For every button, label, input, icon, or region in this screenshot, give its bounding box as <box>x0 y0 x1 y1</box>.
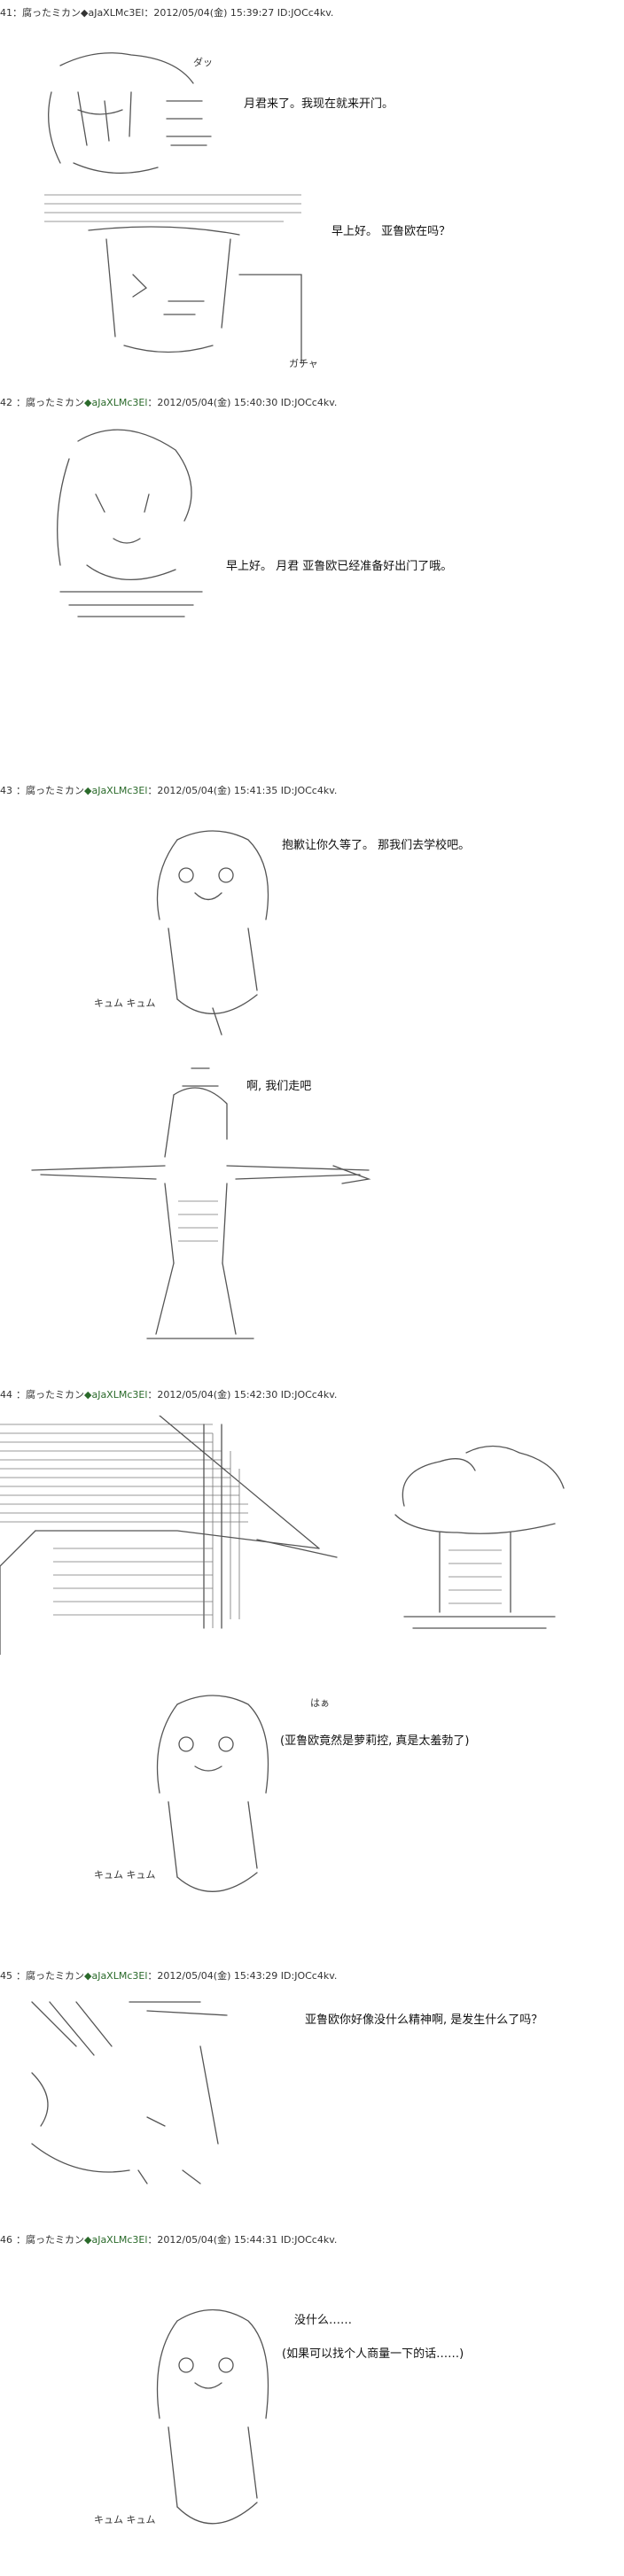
dialogue-line-8: 没什么…… <box>294 2314 353 2327</box>
post-number: 43 <box>0 785 12 796</box>
post-header-45: 45 ：腐ったミカン◆aJaXLMc3El：2012/05/04(金) 15:43… <box>0 1968 337 1982</box>
dialogue-line-6: (亚鲁欧竟然是萝莉控, 真是太羞勃了) <box>280 1734 470 1748</box>
post-number: 42 <box>0 397 12 408</box>
post-number: 45 <box>0 1970 12 1982</box>
post-date: ：2012/05/04(金) 15:42:30 ID:JOCc4kv. <box>147 1389 338 1401</box>
dialogue-line-2: 早上好。 亚鲁欧在吗？ <box>332 225 451 238</box>
post-number: 46 <box>0 2234 12 2246</box>
ascii-art-yaruo-2 <box>142 1687 284 1926</box>
post-date: ：2012/05/04(金) 15:40:30 ID:JOCc4kv. <box>147 397 338 408</box>
post-header-46: 46 ：腐ったミカン◆aJaXLMc3El：2012/05/04(金) 15:44… <box>0 2232 337 2246</box>
post-date: ：2012/05/04(金) 15:44:31 ID:JOCc4kv. <box>147 2234 338 2246</box>
post-trip: ◆aJaXLMc3El <box>84 1389 148 1401</box>
ascii-art-tree <box>378 1435 573 1639</box>
post-number: 44 <box>0 1389 12 1401</box>
sfx-kyum-3: キュム キュム <box>94 2514 156 2526</box>
ascii-art-girl-greeting <box>25 415 229 627</box>
post-header-43: 43 ：腐ったミカン◆aJaXLMc3El：2012/05/04(金) 15:41… <box>0 783 337 797</box>
post-name: ：腐ったミカン <box>16 785 84 796</box>
post-date: ：2012/05/04(金) 15:43:29 ID:JOCc4kv. <box>147 1970 338 1982</box>
post-header-41: 41：腐ったミカン◆aJaXLMc3El：2012/05/04(金) 15:39… <box>0 5 333 19</box>
dialogue-line-1: 月君来了。我现在就来开门。 <box>244 97 394 111</box>
post-header-text: 41：腐ったミカン◆aJaXLMc3El：2012/05/04(金) 15:39… <box>0 7 334 19</box>
sfx-gacha: ガチャ <box>289 358 318 369</box>
post-trip: ◆aJaXLMc3El <box>84 1970 148 1982</box>
ascii-art-yaruo-1 <box>142 822 284 1044</box>
post-date: ：2012/05/04(金) 15:41:35 ID:JOCc4kv. <box>147 785 338 796</box>
ascii-art-light-walking <box>23 1059 378 1352</box>
ascii-art-yaruo-3 <box>142 2294 284 2560</box>
post-name: ：腐ったミカン <box>16 1970 84 1982</box>
dialogue-line-3: 早上好。 月君 亚鲁欧已经准备好出门了哦。 <box>226 560 453 573</box>
post-name: ：腐ったミカン <box>16 2234 84 2246</box>
post-trip: ◆aJaXLMc3El <box>84 785 148 796</box>
post-trip: ◆aJaXLMc3El <box>84 2234 148 2246</box>
dialogue-line-7: 亚鲁欧你好像没什么精神啊, 是发生什么了吗？ <box>305 2013 543 2027</box>
sfx-kyum-1: キュム キュム <box>94 997 156 1009</box>
sfx-dash: ダッ <box>193 57 213 68</box>
post-name: ：腐ったミカン <box>16 1389 84 1401</box>
post-header-42: 42 ：腐ったミカン◆aJaXLMc3El：2012/05/04(金) 15:40… <box>0 395 337 409</box>
sfx-kyum-2: キュム キュム <box>94 1869 156 1881</box>
ascii-art-light-door <box>35 186 310 372</box>
ascii-art-house-scene <box>0 1416 355 1655</box>
dialogue-line-5: 啊, 我们走吧 <box>246 1080 312 1093</box>
ascii-art-light-walk-2 <box>23 1993 289 2197</box>
dialogue-line-4: 抱歉让你久等了。 那我们去学校吧。 <box>282 839 471 852</box>
dialogue-line-9: (如果可以找个人商量一下的话……) <box>282 2347 464 2361</box>
sfx-ha: はぁ <box>310 1697 330 1709</box>
post-name: ：腐ったミカン <box>16 397 84 408</box>
post-header-44: 44 ：腐ったミカン◆aJaXLMc3El：2012/05/04(金) 15:42… <box>0 1387 337 1401</box>
ascii-art-girl-door <box>25 39 229 190</box>
post-trip: ◆aJaXLMc3El <box>84 397 148 408</box>
